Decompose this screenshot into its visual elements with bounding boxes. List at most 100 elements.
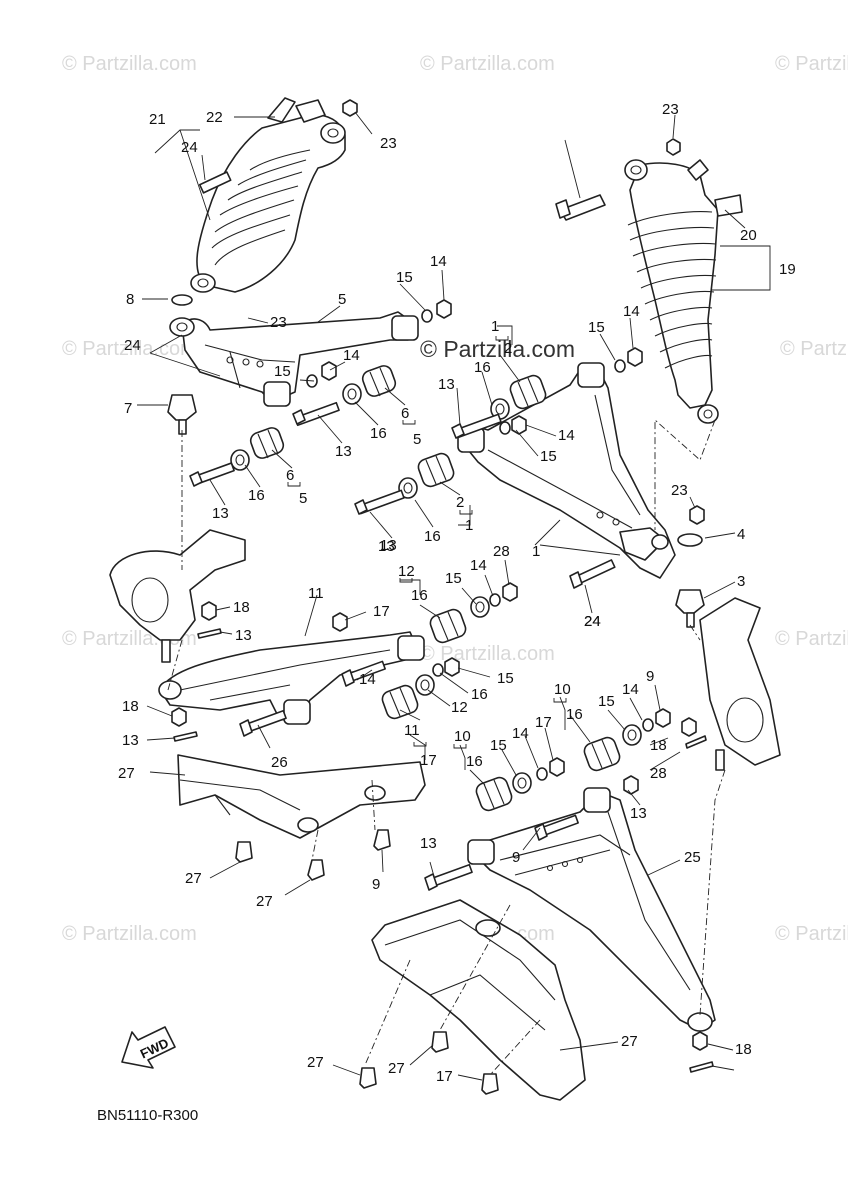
right-lower-arm: [467, 787, 716, 1032]
callout-label: 24: [584, 613, 601, 630]
leader-lines: [137, 111, 771, 1081]
callout-label: 5: [413, 431, 421, 448]
callout-label: 19: [779, 261, 796, 278]
callout-label: 27: [118, 765, 135, 782]
callout-label: 1: [532, 543, 540, 560]
callout-label: 5: [338, 291, 346, 308]
callout-label: 13: [235, 627, 252, 644]
callout-label: 12: [451, 699, 468, 716]
callout-label: 22: [206, 109, 223, 126]
callout-label: 23: [662, 101, 679, 118]
callout-label: 18: [650, 737, 667, 754]
callout-label: 8: [126, 291, 134, 308]
callout-label: 27: [185, 870, 202, 887]
callout-label: 18: [233, 599, 250, 616]
callout-label: 27: [256, 893, 273, 910]
callout-label: 11: [308, 585, 324, 602]
callout-label: 15: [396, 269, 413, 286]
callout-label: 16: [411, 587, 428, 604]
callout-label: 13: [212, 505, 229, 522]
right-skid-plate: [359, 899, 586, 1101]
callout-label: 9: [372, 876, 380, 893]
callout-label: 18: [122, 698, 139, 715]
callout-label: 16: [471, 686, 488, 703]
callout-label: 16: [370, 425, 387, 442]
callout-label: 26: [271, 754, 288, 771]
callout-labels: 21 22 23 24 8 15 14 5 23 24 7 15 14 13 1…: [118, 101, 796, 1085]
watermark: © Partzilla.com: [62, 53, 197, 75]
callout-label: 7: [124, 400, 132, 417]
callout-label: 10: [454, 728, 471, 745]
left-upper-arm: [169, 311, 419, 407]
callout-label: 24: [124, 337, 141, 354]
watermark: © Partzilla.com: [775, 923, 848, 945]
callout-label: 2: [504, 340, 512, 357]
callout-label: 14: [512, 725, 529, 742]
callout-label: 23: [380, 135, 397, 152]
callout-label: 28: [493, 543, 510, 560]
callout-label: 21: [149, 111, 166, 128]
callout-label: 14: [623, 303, 640, 320]
callout-label: 13: [438, 376, 455, 393]
callout-label: 5: [299, 490, 307, 507]
callout-label: 16: [474, 359, 491, 376]
left-lower-arm-hardware: [239, 582, 518, 737]
watermark: © Partzilla.com: [780, 338, 848, 360]
callout-label: 28: [650, 765, 667, 782]
callout-label: 15: [445, 570, 462, 587]
callout-label: 20: [740, 227, 757, 244]
callout-label: 17: [373, 603, 390, 620]
callout-label: 14: [359, 671, 376, 688]
callout-label: 6: [286, 467, 294, 484]
callout-label: 15: [588, 319, 605, 336]
callout-label: 16: [424, 528, 441, 545]
callout-label: 18: [735, 1041, 752, 1058]
callout-label: 23: [270, 314, 287, 331]
watermark: © Partzilla.com: [775, 628, 848, 650]
right-shock-absorber: [555, 138, 743, 424]
callout-label: 15: [490, 737, 507, 754]
callout-label: 17: [436, 1068, 453, 1085]
diagram-code: BN51110-R300: [97, 1107, 198, 1124]
callout-label: 15: [540, 448, 557, 465]
callout-label: 1: [491, 318, 499, 335]
callout-label: 16: [248, 487, 265, 504]
callout-label: 3: [737, 573, 745, 590]
left-lower-arm: [158, 631, 425, 725]
callout-label: 11: [404, 722, 420, 739]
callout-label: 13: [122, 732, 139, 749]
callout-label: 14: [470, 557, 487, 574]
callout-label: 15: [497, 670, 514, 687]
watermark: © Partzilla.com: [62, 923, 197, 945]
callout-label: 24: [584, 613, 601, 630]
callout-label: 13: [335, 443, 352, 460]
callout-label: 13: [420, 835, 437, 852]
watermark: © Partzilla.com: [420, 643, 555, 665]
callout-label: 10: [554, 681, 571, 698]
callout-label: 14: [430, 253, 447, 270]
right-upper-arm: [457, 362, 676, 579]
callout-label: 9: [646, 668, 654, 685]
callout-label: 14: [343, 347, 360, 364]
callout-label: 27: [307, 1054, 324, 1071]
callout-label: 23: [671, 482, 688, 499]
watermark: © Partzilla.com: [775, 53, 848, 75]
left-shock-absorber: [190, 97, 358, 293]
ball-joints-and-knuckles: [109, 294, 781, 1073]
callout-label: 27: [388, 1060, 405, 1077]
callout-label: 13: [380, 537, 397, 554]
right-lower-arm-hardware: [424, 708, 671, 891]
callout-label: 4: [737, 526, 745, 543]
callout-label: 14: [558, 427, 575, 444]
watermark: © Partzilla.com: [420, 53, 555, 75]
callout-label: 16: [466, 753, 483, 770]
watermark: © Partzilla.com: [62, 338, 197, 360]
callout-brackets: [287, 336, 567, 749]
right-upper-arm-hardware: [354, 347, 643, 589]
callout-label: 17: [420, 752, 437, 769]
callout-label: 15: [274, 363, 291, 380]
callout-label: 27: [621, 1033, 638, 1050]
callout-label: 24: [181, 139, 198, 156]
